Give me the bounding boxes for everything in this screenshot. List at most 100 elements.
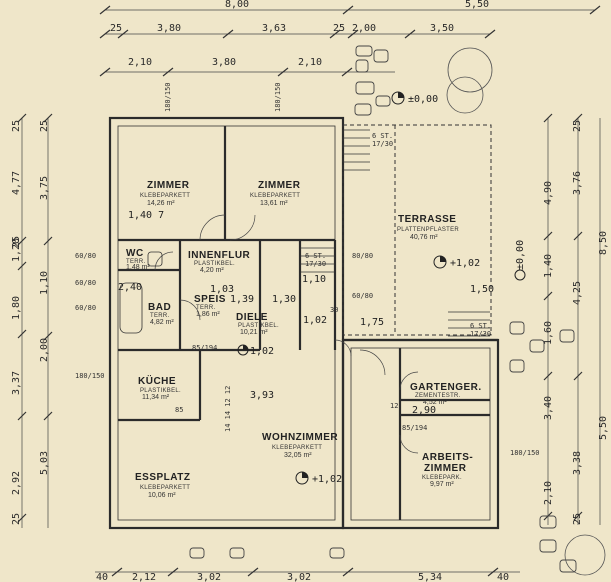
dim-left-375: 3,75: [39, 176, 50, 200]
room-name: ESSPLATZ: [135, 472, 190, 483]
room-area: 40,76 m²: [410, 234, 438, 241]
dim-right-490: 4,90: [543, 181, 554, 205]
int-dim-290: 2,90: [412, 405, 436, 416]
dim-left-503: 5,03: [39, 451, 50, 475]
bottom-dimensions: 40 2,12 3,02 3,02 5,34 40: [95, 567, 520, 582]
int-dim-240: 2,40: [118, 282, 142, 293]
dim-bottom-534: 5,34: [418, 572, 442, 582]
room-garten: GARTENGER. ZEMENTESTR. 4,52 m²: [410, 382, 482, 406]
dim-210-b: 2,10: [298, 57, 322, 68]
room-name: BAD: [148, 302, 171, 313]
dim-363: 3,63: [262, 23, 286, 34]
room-area: 4,52 m²: [423, 399, 447, 406]
garden-stones: [189, 45, 606, 576]
dim-380-b: 3,80: [212, 57, 236, 68]
dim-left-25-c: 25: [11, 513, 22, 525]
dim-380-a: 3,80: [157, 23, 181, 34]
kitchen-dim: 14 14 12 12: [224, 386, 232, 432]
wall-marks: 180/150 180/150 60/80 60/80 60/80 80/80 …: [75, 82, 540, 457]
int-dim-139: 1,39: [230, 294, 254, 305]
room-name: KÜCHE: [138, 374, 176, 387]
room-bad: BAD TERR. 4,82 m²: [148, 302, 174, 326]
dim-left-477: 4,77: [11, 171, 22, 195]
stairs: 6 ST. 17/30 6 ST. 17/30 6 ST. 17/30: [300, 129, 491, 338]
interior-dimensions: 1,39 1,30 1,75 1,50 3,93 2,90 12 1,10 1,…: [118, 274, 494, 432]
dim-right-210: 2,10: [543, 481, 554, 505]
level-entry: ±0,00: [408, 94, 438, 105]
room-innenflur: INNENFLUR PLASTIKBEL. 4,20 m²: [188, 250, 250, 274]
room-name: GARTENGER.: [410, 382, 482, 393]
int-dim-130: 1,30: [272, 294, 296, 305]
dim-right-425: 4,25: [572, 281, 583, 305]
level-markers: ±0,00 +1,02 +1,02 1,02 ±0,00: [237, 91, 526, 485]
kitchen-steps: 85: [175, 406, 183, 414]
room-area: 10,21 m²: [240, 329, 268, 336]
wall-mark-2: 180/150: [274, 82, 282, 112]
room-floor: ZEMENTESTR.: [415, 393, 461, 399]
room-area: 4,20 m²: [200, 267, 224, 274]
int-dim-103: 1,03: [210, 284, 234, 295]
dim-right-340: 3,40: [543, 396, 554, 420]
dim-right-25-b: 25: [572, 513, 583, 525]
room-arbeitszimmer: ARBEITS- ZIMMER KLEBEPARK. 9,97 m²: [422, 452, 473, 488]
dim-right-376: 3,76: [572, 171, 583, 195]
bathtub: [119, 282, 143, 334]
room-floor: KLEBEPARKETT: [140, 193, 190, 199]
room-floor: KLEBEPARKETT: [140, 485, 190, 491]
dim-350: 3,50: [430, 23, 454, 34]
room-name: DIELE: [236, 312, 268, 323]
dim-left-110: 1,10: [39, 271, 50, 295]
dim-left-25-b: 25: [11, 236, 22, 248]
int-dim-150: 1,50: [470, 284, 494, 295]
room-name: WC: [126, 248, 144, 259]
stair-label-c: 6 ST.: [305, 252, 326, 260]
level-living: +1,02: [312, 474, 342, 485]
room-name: ZIMMER: [258, 180, 301, 191]
wall-mark-11: 85/194: [402, 424, 427, 432]
int-dim-102: 1,02: [303, 315, 327, 326]
right-dimensions: 25 4,90 3,76 8,50 1,40 4,25 1,60 3,40 3,…: [543, 113, 609, 525]
dim-200: 2,00: [352, 23, 376, 34]
room-wohnzimmer: WOHNZIMMER KLEBEPARKETT 32,05 m²: [262, 432, 338, 459]
dim-right-550: 5,50: [598, 416, 609, 440]
diele-small: 30: [330, 306, 338, 314]
wall-mark-10: 85/194: [192, 344, 217, 352]
room-floor: PLASTIKBEL.: [140, 388, 181, 394]
dim-right-140: 1,40: [543, 254, 554, 278]
doors: [154, 214, 419, 454]
dim-right-160: 1,60: [543, 321, 554, 345]
int-dim-110: 1,10: [302, 274, 326, 285]
int-dim-12: 12: [390, 402, 398, 410]
room-area: 32,05 m²: [284, 452, 312, 459]
dim-bottom-302-b: 3,02: [287, 572, 311, 582]
wall-mark-6: 80/80: [352, 252, 373, 260]
room-name-2: ZIMMER: [424, 463, 467, 474]
dim-right-338: 3,38: [572, 451, 583, 475]
room-name: ZIMMER: [147, 180, 190, 191]
wall-mark-3: 60/80: [75, 252, 96, 260]
room-kueche: KÜCHE PLASTIKBEL. 11,34 m²: [138, 374, 181, 401]
room-diele: DIELE PLASTIKBEL. 10,21 m²: [236, 312, 279, 336]
stair-ratio-c: 17/30: [305, 260, 326, 268]
int-dim-393: 3,93: [250, 390, 274, 401]
room-floor: KLEBEPARKETT: [250, 193, 300, 199]
room-floor: TERR.: [126, 259, 146, 265]
stair-ratio-a: 17/30: [372, 140, 393, 148]
room-zimmer-1: ZIMMER KLEBEPARKETT 14,26 m² 1,40 7: [128, 180, 190, 221]
room-name: WOHNZIMMER: [262, 432, 338, 443]
room-area: 14,26 m²: [147, 200, 175, 207]
dim-25-b: 25: [333, 23, 345, 34]
room-dim: 1,40 7: [128, 210, 164, 221]
wall-mark-4: 60/80: [75, 279, 96, 287]
room-wc: WC TERR. 1,48 m²: [126, 248, 150, 271]
dim-top-800: 8,00: [225, 0, 249, 10]
dim-left-200: 2,00: [39, 338, 50, 362]
wall-mark-1: 180/150: [164, 82, 172, 112]
dim-left-180: 1,80: [11, 296, 22, 320]
room-essplatz: ESSPLATZ KLEBEPARKETT 10,06 m²: [135, 472, 190, 499]
top-dimensions: 8,00 5,50 25 3,80 3,63 25 2,00 3,50 2,10…: [99, 0, 601, 77]
left-dimensions: 4,77 1,20 1,80 2,00 3,37 2,92 5,03 25 3,…: [11, 113, 53, 528]
level-terrace: +1,02: [450, 258, 480, 269]
wall-mark-7: 60/80: [352, 292, 373, 300]
